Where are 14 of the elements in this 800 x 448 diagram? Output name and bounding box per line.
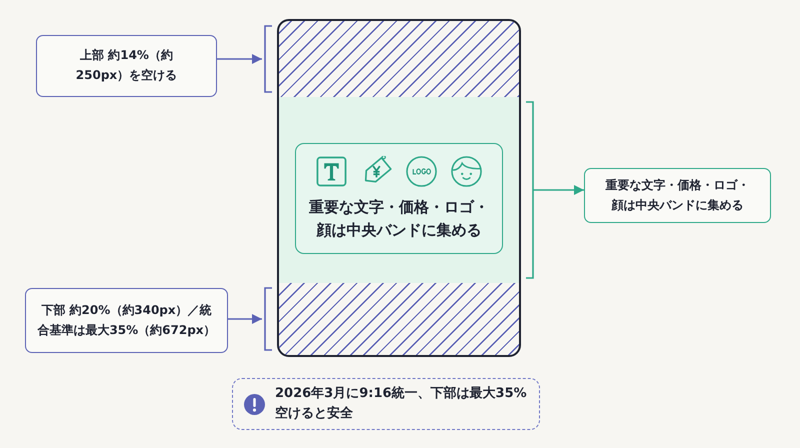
arrow	[533, 185, 584, 195]
note-box	[232, 378, 540, 430]
arrow	[217, 54, 262, 64]
center-band	[279, 97, 519, 283]
arrow	[228, 314, 262, 324]
annotation-box: 重要な文字・価格・ロゴ・顔は中央バンドに集める	[584, 168, 771, 223]
hatched-zone	[279, 21, 519, 97]
annotation-box: 上部 約14%（約250px）を空ける	[36, 35, 217, 97]
content-card	[295, 143, 503, 254]
annotation-box: 下部 約20%（約340px）／統合基準は最大35%（約672px）	[25, 288, 228, 353]
phone-frame	[277, 19, 521, 357]
hatched-zone	[279, 283, 519, 355]
note-text: 2026年3月に9:16統一、下部は最大35%空けると安全	[275, 384, 527, 423]
card-text: 重要な文字・価格・ロゴ・顔は中央バンドに集める	[308, 197, 490, 242]
